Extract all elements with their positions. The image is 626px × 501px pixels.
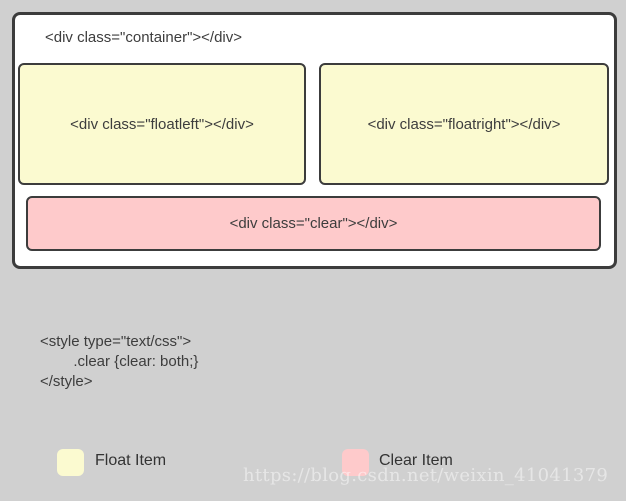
clear-div-label: <div class="clear"></div> bbox=[229, 215, 398, 232]
clear-div-box: <div class="clear"></div> bbox=[26, 196, 601, 251]
floatleft-div-box: <div class="floatleft"></div> bbox=[18, 63, 306, 185]
container-div-box: <div class="container"></div> <div class… bbox=[12, 12, 617, 269]
float-item-label: Float Item bbox=[95, 452, 167, 469]
css-code-line-1: <style type="text/css"> bbox=[40, 333, 192, 350]
css-code-snippet: <style type="text/css"> .clear {clear: b… bbox=[40, 332, 198, 392]
css-code-line-2: .clear {clear: both;} bbox=[40, 353, 199, 370]
clear-item-swatch bbox=[342, 449, 369, 476]
csdn-watermark: https://blog.csdn.net/weixin_41041379 bbox=[243, 465, 609, 486]
clear-item-label: Clear Item bbox=[379, 452, 453, 469]
floatright-div-box: <div class="floatright"></div> bbox=[319, 63, 609, 185]
float-item-swatch bbox=[57, 449, 84, 476]
container-div-label: <div class="container"></div> bbox=[45, 29, 243, 46]
floatright-div-label: <div class="floatright"></div> bbox=[367, 115, 561, 133]
floatleft-div-label: <div class="floatleft"></div> bbox=[70, 115, 254, 133]
css-code-line-3: </style> bbox=[40, 373, 93, 390]
